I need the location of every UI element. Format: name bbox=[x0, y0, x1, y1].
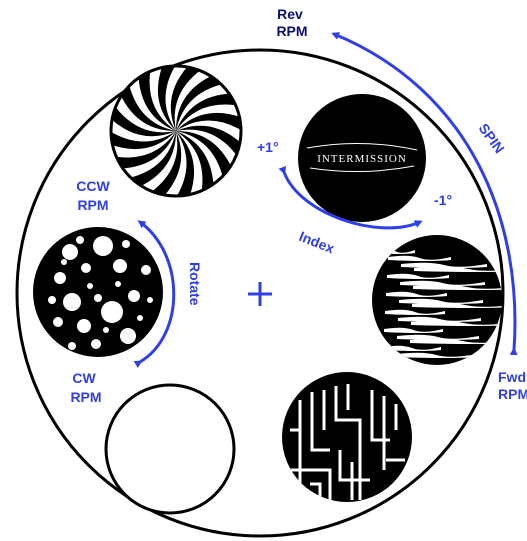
fwd-rpm-label: RPM bbox=[498, 386, 527, 402]
gobo-text: INTERMISSION bbox=[317, 153, 407, 165]
minus-one-label: -1° bbox=[434, 192, 452, 208]
circuit-gobo-icon bbox=[282, 372, 412, 502]
bubbles-gobo-icon bbox=[33, 227, 163, 357]
ccw-label: CCW bbox=[76, 178, 110, 194]
cw-label: CW bbox=[72, 370, 96, 386]
open-gobo-icon bbox=[106, 385, 234, 513]
rev-label: Rev bbox=[277, 6, 303, 22]
rev-rpm-label: RPM bbox=[276, 23, 307, 39]
ccw-rpm-label: RPM bbox=[77, 197, 108, 213]
rotate-label: Rotate bbox=[187, 262, 203, 306]
plus-one-label: +1° bbox=[257, 139, 279, 155]
cw-rpm-label: RPM bbox=[70, 389, 101, 405]
intermission-gobo-icon: INTERMISSION bbox=[298, 94, 426, 222]
fwd-label: Fwd bbox=[498, 369, 526, 385]
spin-label: SPIN bbox=[476, 120, 508, 156]
